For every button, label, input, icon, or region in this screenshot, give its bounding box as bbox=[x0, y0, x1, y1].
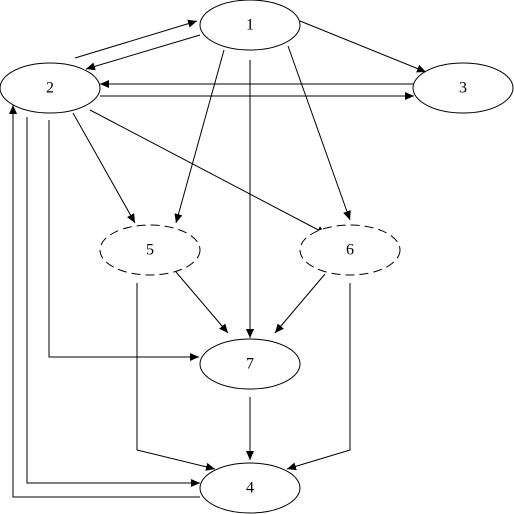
edge-2-to-4 bbox=[26, 117, 200, 488]
edge-1-to-5 bbox=[174, 49, 225, 224]
edge-6-to-4 bbox=[286, 283, 351, 471]
edge-1-to-6 bbox=[287, 45, 351, 221]
edge-1-to-3 bbox=[299, 20, 427, 73]
node-2-ellipse bbox=[0, 62, 101, 114]
node-7-ellipse bbox=[199, 338, 301, 390]
edge-2-to-7 bbox=[48, 120, 199, 362]
node-3-label: 3 bbox=[459, 80, 467, 97]
node-3: 3 bbox=[412, 62, 514, 114]
node-6: 6 bbox=[299, 224, 401, 276]
node-5-label: 5 bbox=[146, 242, 154, 259]
edge-6-to-7 bbox=[274, 273, 326, 334]
edge-2-to-6 bbox=[89, 109, 327, 235]
node-4: 4 bbox=[199, 462, 301, 514]
edges-layer bbox=[8, 19, 427, 498]
edge-5-to-7 bbox=[175, 271, 229, 334]
edge-4-to-2 bbox=[8, 105, 200, 498]
node-1-label: 1 bbox=[246, 17, 254, 34]
edge-2-to-1 bbox=[74, 19, 198, 59]
edge-5-to-4 bbox=[136, 283, 216, 471]
node-3-ellipse bbox=[412, 62, 514, 114]
node-6-label: 6 bbox=[346, 242, 354, 259]
node-6-ellipse bbox=[299, 224, 401, 276]
node-2: 2 bbox=[0, 62, 101, 114]
node-5-ellipse bbox=[99, 224, 201, 276]
node-2-label: 2 bbox=[46, 80, 54, 97]
node-4-ellipse bbox=[199, 462, 301, 514]
node-7: 7 bbox=[199, 338, 301, 390]
node-1-ellipse bbox=[199, 0, 301, 51]
node-5: 5 bbox=[99, 224, 201, 276]
node-7-label: 7 bbox=[246, 356, 254, 373]
edge-1-to-2 bbox=[85, 34, 201, 71]
edge-2-to-5 bbox=[72, 112, 136, 224]
node-1: 1 bbox=[199, 0, 301, 51]
node-4-label: 4 bbox=[246, 480, 254, 497]
